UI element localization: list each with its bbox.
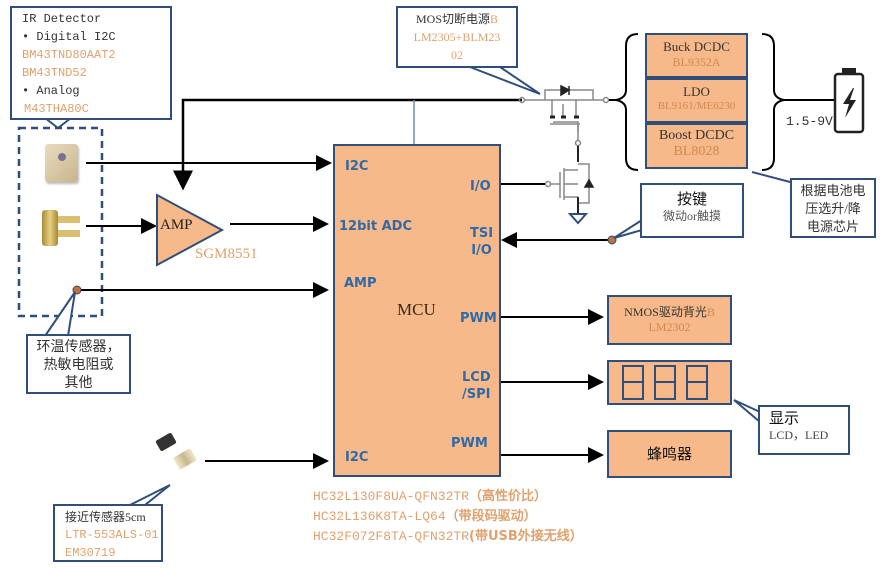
mos-callout-line3: 02 <box>451 48 463 62</box>
mos-callout-line1: MOS切断电源 <box>415 12 490 26</box>
display-digit <box>686 365 708 400</box>
ir-digital-sensor-image <box>45 144 78 182</box>
battery-voltage-label: 1.5-9V <box>786 114 833 129</box>
backlight-label-suffix: B <box>706 305 715 319</box>
digital-label: • Digital I2C <box>22 30 116 44</box>
pin-lcd-line1: LCD <box>462 370 491 385</box>
mos-callout-pointer <box>469 66 541 95</box>
ldo-part: BL9161/ME6230 <box>657 100 736 112</box>
ambient-line-1: 环温传感器， <box>36 340 121 355</box>
proximity-callout: 接近传感器5cm LTR-553ALS-01 EM30719 <box>53 504 163 562</box>
amp-label: AMP <box>160 217 193 233</box>
mcu-block <box>333 144 501 477</box>
backlight-part: LM2302 <box>648 320 691 334</box>
ground-icon <box>567 213 589 225</box>
ir-detector-title: IR Detector <box>22 12 102 26</box>
display-digit <box>622 365 644 400</box>
mos-callout: MOS切断电源B LM2305+BLM23 02 <box>396 6 518 68</box>
power-note-line-2: 压选升/降 <box>805 201 861 216</box>
pin-pwm-2: PWM <box>451 436 488 451</box>
display-callout: 显示 LCD，LED <box>758 405 850 455</box>
buzzer-block: 蜂鸣器 <box>607 430 732 478</box>
analog-part-1: M43THA80C <box>24 102 89 116</box>
mcu-part-row: HC32F072F8TA-QFN32TR(带USB外接无线） <box>313 529 583 544</box>
left-brace <box>615 33 639 171</box>
pin-tsi-line1: TSI <box>470 226 494 241</box>
seven-segment-display <box>607 360 732 405</box>
boost-label: Boost DCDC <box>658 128 735 143</box>
pin-i2c-bottom: I2C <box>345 450 369 465</box>
display-callout-pointer <box>733 399 761 425</box>
mcu-part-row: HC32L136K8TA-LQ64（带段码驱动） <box>313 509 537 524</box>
ambient-line-2: 热敏电阻或 <box>43 358 114 373</box>
boost-dcdc-block: Boost DCDC BL8028 <box>645 123 748 169</box>
high-side-mosfet <box>518 84 610 132</box>
pin-tsi-io: TSI I/O <box>470 225 493 259</box>
ir-analog-sensor-image <box>42 206 82 250</box>
right-brace <box>761 33 785 171</box>
buck-label: Buck DCDC <box>663 39 730 54</box>
mcu-part-row: HC32L130F8UA-QFN32TR（高性价比） <box>313 489 548 504</box>
power-note-line-3: 电源芯片 <box>806 219 859 234</box>
analog-label: • Analog <box>22 84 80 98</box>
low-side-mosfet <box>544 121 595 214</box>
pin-io: I/O <box>470 179 491 194</box>
buck-dcdc-block: Buck DCDC BL9352A <box>645 33 748 78</box>
display-title: 显示 <box>769 409 800 427</box>
pin-lcd-spi: LCD /SPI <box>462 369 491 403</box>
power-note-line-1: 根据电池电 <box>800 183 866 198</box>
button-title: 按键 <box>676 190 707 208</box>
pin-12bit-adc: 12bit ADC <box>339 219 412 234</box>
pin-amp: AMP <box>344 276 377 291</box>
pin-i2c-top: I2C <box>345 159 369 174</box>
ambient-line-3: 其他 <box>64 376 93 391</box>
display-digit <box>654 365 676 400</box>
button-callout: 按键 微动or触摸 <box>640 183 744 238</box>
amp-part: SGM8551 <box>195 246 258 262</box>
digital-part-1: BM43TND80AAT2 <box>22 48 116 62</box>
mcu-label: MCU <box>397 300 436 319</box>
digital-part-2: BM43TND52 <box>22 66 87 80</box>
pin-tsi-line2: I/O <box>471 243 492 258</box>
mos-callout-line1-suffix: B <box>490 12 499 26</box>
battery-charging-icon <box>833 68 865 134</box>
pin-lcd-line2: /SPI <box>462 387 491 402</box>
mos-callout-line2: LM2305+BLM23 <box>413 30 501 44</box>
proximity-title: 接近传感器5cm <box>65 510 146 524</box>
proximity-callout-pointer <box>129 484 171 506</box>
power-selection-callout: 根据电池电 压选升/降 电源芯片 <box>790 178 876 238</box>
proximity-part-2: EM30719 <box>65 546 116 560</box>
backlight-driver-block: NMOS驱动背光B LM2302 <box>607 295 732 345</box>
ldo-label: LDO <box>683 84 710 99</box>
pin-pwm-1: PWM <box>460 311 497 326</box>
backlight-label: NMOS驱动背光 <box>624 305 707 319</box>
proximity-part-1: LTR-553ALS-01 <box>65 528 159 542</box>
ir-detector-callout: IR Detector • Digital I2C BM43TND80AAT2 … <box>10 6 172 120</box>
button-callout-pointer <box>613 218 643 239</box>
button-subtitle: 微动or触摸 <box>663 209 721 223</box>
supply-line <box>181 98 522 188</box>
buzzer-label: 蜂鸣器 <box>646 445 692 463</box>
ambient-callout-pointer <box>43 291 76 337</box>
ambient-sensor-callout: 环温传感器， 热敏电阻或 其他 <box>26 334 131 394</box>
boost-part: BL8028 <box>673 144 720 159</box>
ldo-block: LDO BL9161/ME6230 <box>645 78 748 123</box>
display-subtitle: LCD，LED <box>769 428 829 442</box>
amp-triangle <box>156 193 225 267</box>
buck-part: BL9352A <box>672 55 721 69</box>
mcu-part-list: HC32L130F8UA-QFN32TR（高性价比） HC32L136K8TA-… <box>313 487 583 547</box>
